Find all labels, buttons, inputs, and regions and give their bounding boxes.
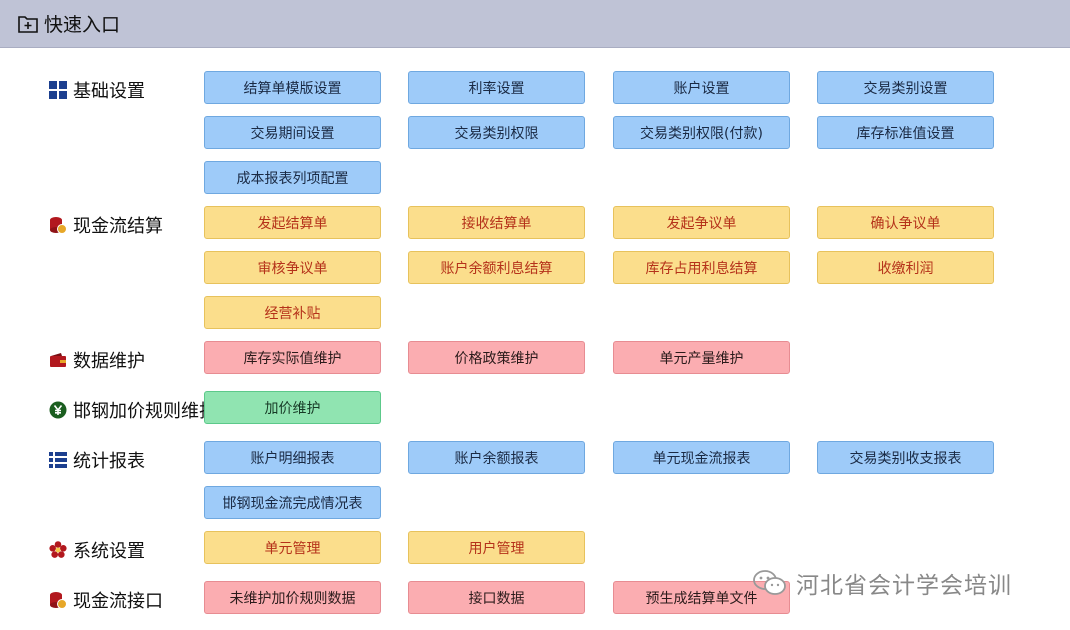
section-label-basic-settings: 基础设置 [48, 75, 145, 105]
section-label-text: 现金流接口 [73, 591, 163, 612]
section-label-text: 基础设置 [73, 81, 145, 102]
markup-maintenance-button[interactable]: 加价维护 [204, 391, 381, 424]
account-balance-report-button[interactable]: 账户余额报表 [408, 441, 585, 474]
section-label-system-settings: 系统设置 [48, 535, 145, 565]
confirm-dispute-button[interactable]: 确认争议单 [817, 206, 994, 239]
section-label-data-maintenance: 数据维护 [48, 345, 145, 375]
price-policy-button[interactable]: 价格政策维护 [408, 341, 585, 374]
unit-cashflow-report-button[interactable]: 单元现金流报表 [613, 441, 790, 474]
yen-icon [48, 400, 68, 420]
section-label-text: 邯钢加价规则维护 [73, 401, 208, 422]
account-detail-report-button[interactable]: 账户明细报表 [204, 441, 381, 474]
initiate-settlement-button[interactable]: 发起结算单 [204, 206, 381, 239]
section-label-cashflow-interface: 现金流接口 [48, 585, 163, 615]
initiate-dispute-button[interactable]: 发起争议单 [613, 206, 790, 239]
grid-icon [48, 80, 68, 100]
section-label-text: 现金流结算 [73, 216, 163, 237]
cashflow-completion-report-button[interactable]: 邯钢现金流完成情况表 [204, 486, 381, 519]
interface-data-button[interactable]: 接口数据 [408, 581, 585, 614]
list-icon [48, 450, 68, 470]
coin-stack-icon [48, 590, 68, 610]
unmaintained-markup-data-button[interactable]: 未维护加价规则数据 [204, 581, 381, 614]
template-settings-button[interactable]: 结算单模版设置 [204, 71, 381, 104]
section-label-reports: 统计报表 [48, 445, 145, 475]
unit-output-button[interactable]: 单元产量维护 [613, 341, 790, 374]
inventory-standard-settings-button[interactable]: 库存标准值设置 [817, 116, 994, 149]
unit-management-button[interactable]: 单元管理 [204, 531, 381, 564]
inventory-actual-value-button[interactable]: 库存实际值维护 [204, 341, 381, 374]
section-label-text: 系统设置 [73, 541, 145, 562]
transaction-type-settings-button[interactable]: 交易类别设置 [817, 71, 994, 104]
section-label-pricing-rules: 邯钢加价规则维护 [48, 395, 208, 425]
review-dispute-button[interactable]: 审核争议单 [204, 251, 381, 284]
section-label-text: 统计报表 [73, 451, 145, 472]
watermark: 河北省会计学会培训 [752, 565, 1012, 601]
page-title: 快速入口 [44, 14, 121, 36]
transaction-type-permission-button[interactable]: 交易类别权限 [408, 116, 585, 149]
cost-report-columns-button[interactable]: 成本报表列项配置 [204, 161, 381, 194]
user-management-button[interactable]: 用户管理 [408, 531, 585, 564]
collect-profit-button[interactable]: 收缴利润 [817, 251, 994, 284]
coin-stack-icon [48, 215, 68, 235]
transaction-income-expense-report-button[interactable]: 交易类别收支报表 [817, 441, 994, 474]
title-bar: 快速入口 [0, 0, 1070, 48]
flower-gear-icon [48, 540, 68, 560]
receive-settlement-button[interactable]: 接收结算单 [408, 206, 585, 239]
section-label-cashflow-settlement: 现金流结算 [48, 210, 163, 240]
section-label-text: 数据维护 [73, 351, 145, 372]
transaction-type-permission-payment-button[interactable]: 交易类别权限(付款) [613, 116, 790, 149]
folder-plus-icon [18, 14, 38, 34]
interest-rate-settings-button[interactable]: 利率设置 [408, 71, 585, 104]
operating-subsidy-button[interactable]: 经营补贴 [204, 296, 381, 329]
wechat-icon [752, 568, 788, 598]
account-settings-button[interactable]: 账户设置 [613, 71, 790, 104]
balance-interest-settlement-button[interactable]: 账户余额利息结算 [408, 251, 585, 284]
watermark-text: 河北省会计学会培训 [796, 573, 1012, 599]
wallet-icon [48, 350, 68, 370]
pre-generate-settlement-file-button[interactable]: 预生成结算单文件 [613, 581, 790, 614]
transaction-period-settings-button[interactable]: 交易期间设置 [204, 116, 381, 149]
inventory-interest-settlement-button[interactable]: 库存占用利息结算 [613, 251, 790, 284]
